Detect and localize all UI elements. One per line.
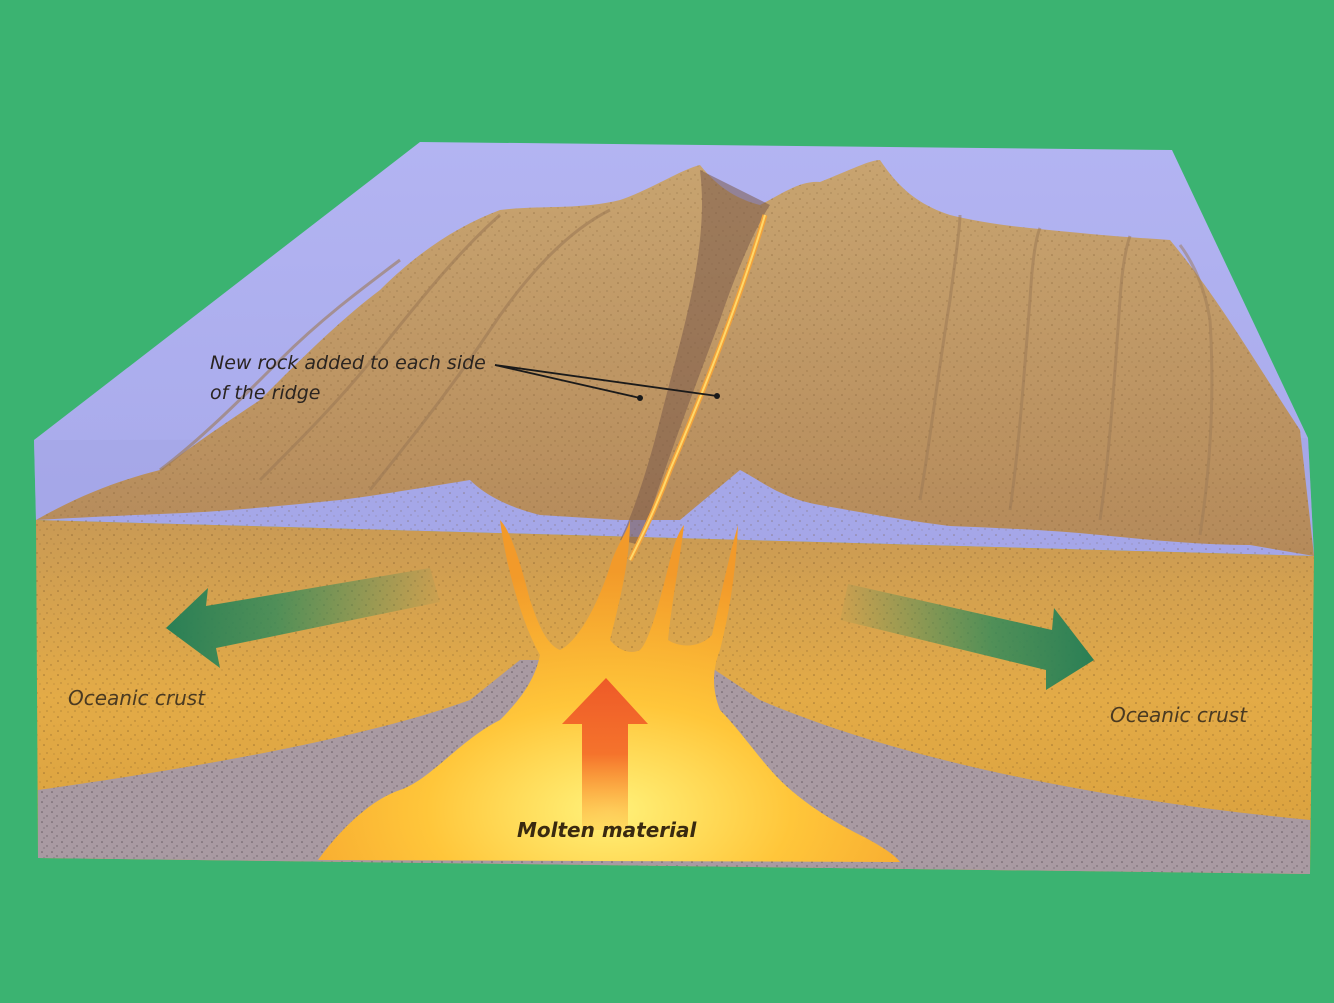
molten-material-label: Molten material — [517, 818, 696, 842]
new-rock-label-text: New rock added to each side of the ridge — [210, 352, 486, 404]
new-rock-label: New rock added to each side of the ridge — [210, 348, 500, 408]
oceanic-crust-label-right: Oceanic crust — [1110, 703, 1247, 727]
oceanic-crust-label-left: Oceanic crust — [68, 686, 205, 710]
